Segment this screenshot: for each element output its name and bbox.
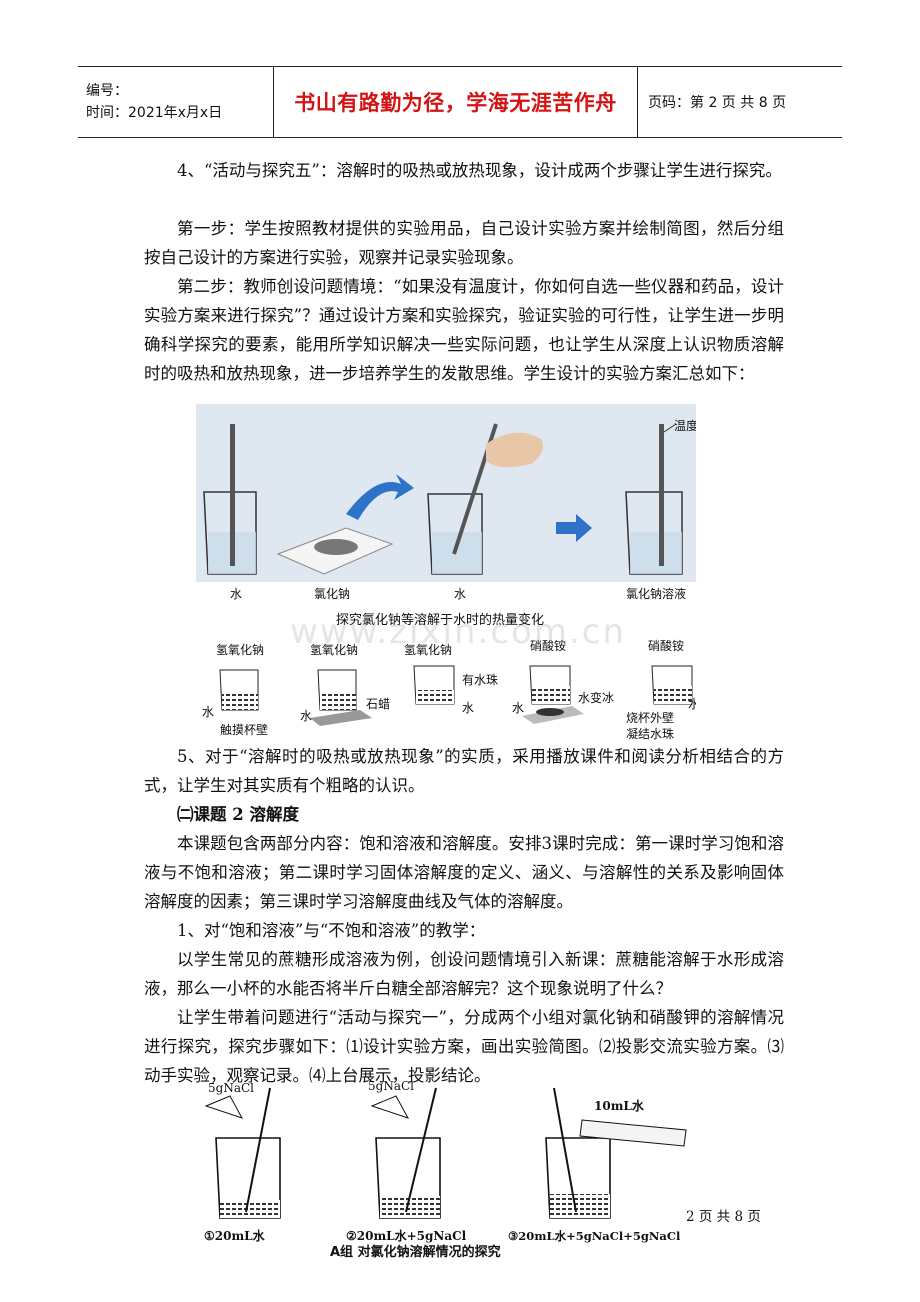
paragraph-essence: 5、对于“溶解时的吸热或放热现象”的实质，采用播放课件和阅读分析相结合的方式，让… [144, 747, 784, 795]
paragraph-activity-five: 4、“活动与探究五”：溶解时的吸热或放热现象，设计成两个步骤让学生进行探究。 [177, 161, 782, 180]
b5-bottom1-label: 烧杯外壁 [626, 710, 674, 725]
page-header: 编号： 时间：2021年x月x日 书山有路勤为径，学海无涯苦作舟 页码：第 2 … [78, 66, 842, 138]
beaker-step2-icon [370, 1087, 441, 1219]
nacl-label-2: 5gNaCl [368, 1079, 414, 1093]
beaker-step3-icon [545, 1087, 611, 1219]
step2-label: ②20mL水+5gNaCl [346, 1228, 467, 1243]
label-water-2: 水 [454, 587, 466, 601]
header-page-label: 页码：第 2 页 共 8 页 [648, 95, 787, 111]
label-nacl-solution: 氯化钠溶液 [626, 586, 686, 601]
figure1-caption: 探究氯化钠等溶解于水时的热量变化 [336, 612, 544, 628]
label-nacl: 氯化钠 [314, 586, 350, 601]
b2-top-label: 氢氧化钠 [310, 642, 358, 657]
beaker-water-icon [203, 424, 257, 575]
paragraph-step-one: 第一步：学生按照教材提供的实验用品，自己设计实验方案并绘制简图，然后分组按自己设… [144, 219, 784, 267]
b1-bottom-label: 触摸杯壁 [220, 722, 268, 737]
b3-top-label: 氢氧化钠 [404, 642, 452, 657]
small-beaker-1-icon [219, 669, 259, 711]
heat-experiment-figure: 温度计 水 氯化钠 水 氯化钠溶液 探究氯化钠等溶解于水时的热量变化 氢氧化钠 … [196, 404, 696, 741]
time-label: 时间：2021年x月x日 [86, 105, 223, 121]
paragraph-saturated-teaching: 1、对“饱和溶液”与“不饱和溶液”的教学： [177, 921, 486, 940]
b5-top-label: 硝酸铵 [648, 638, 684, 653]
b2-left-label: 水 [300, 709, 312, 723]
page-number-footer: 2 页 共 8 页 [686, 1209, 761, 1225]
step3-label: ③20mL水+5gNaCl+5gNaCl [508, 1229, 681, 1243]
b5-bottom2-label: 凝结水珠 [626, 726, 674, 741]
beaker-stir-icon [427, 423, 544, 575]
nacl-dissolving-figure: 5gNaCl 5gNaCl 10mL水 ①20mL水 ②20mL水+5gNaCl… [204, 1079, 687, 1258]
b1-top-label: 氢氧化钠 [216, 642, 264, 657]
b1-left-label: 水 [202, 705, 214, 719]
b3-right1-label: 有水珠 [462, 673, 498, 687]
beaker-solution-icon [625, 423, 683, 575]
small-beaker-4-icon [522, 665, 584, 724]
b4-left-label: 水 [512, 701, 524, 715]
paragraph-lesson-plan: 本课题包含两部分内容：饱和溶液和溶解度。安排3课时完成：第一课时学习饱和溶液与不… [144, 834, 784, 911]
small-beaker-3-icon [413, 665, 455, 705]
beaker-step1-icon [204, 1087, 281, 1219]
cylinder-label: 10mL水 [594, 1098, 645, 1113]
b4-right-label: 水变冰 [578, 690, 614, 705]
label-thermometer: 温度计 [674, 418, 696, 433]
figure2-caption: A组 对氯化钠溶解情况的探究 [330, 1244, 501, 1258]
header-motto: 书山有路勤为径，学海无涯苦作舟 [274, 67, 638, 137]
nacl-label-1: 5gNaCl [208, 1081, 254, 1095]
arrow-icon [556, 514, 592, 542]
label-water-1: 水 [230, 587, 242, 601]
number-label: 编号： [86, 83, 128, 99]
arrow-icon [346, 474, 414, 520]
header-meta: 编号： 时间：2021年x月x日 [78, 67, 274, 137]
paragraph-sugar-question: 以学生常见的蔗糖形成溶液为例，创设问题情境引入新课：蔗糖能溶解于水形成溶液，那么… [144, 950, 784, 998]
paragraph-step-two: 第二步：教师创设问题情境：“如果没有温度计，你如何自选一些仪器和药品，设计实验方… [144, 277, 784, 383]
paragraph-activity-one: 让学生带着问题进行“活动与探究一”，分成两个小组对氯化钠和硝酸钾的溶解情况进行探… [144, 1008, 784, 1085]
b3-right2-label: 水 [462, 701, 474, 715]
section-heading-solubility: ㈡课题 2 溶解度 [177, 805, 299, 824]
nacl-paper-icon [276, 527, 394, 575]
b5-right-label: 水 [688, 697, 696, 711]
small-beaker-5-icon [651, 665, 693, 705]
b2-right-label: 石蜡 [366, 697, 390, 711]
graduated-cylinder-icon [579, 1119, 687, 1147]
hand-icon [486, 432, 544, 468]
step1-label: ①20mL水 [204, 1228, 266, 1243]
watermark: www.zixin.com.cn [290, 612, 626, 652]
small-beaker-2-icon [310, 669, 372, 726]
b4-top-label: 硝酸铵 [530, 638, 566, 653]
